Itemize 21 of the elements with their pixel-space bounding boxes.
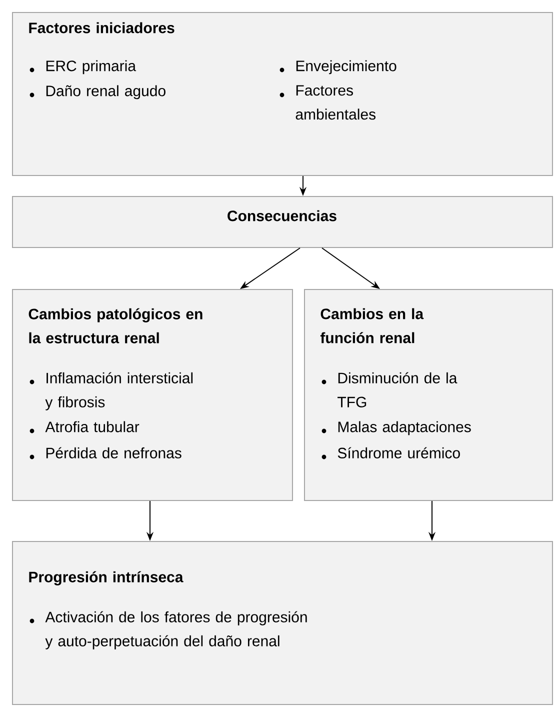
bullet-item: Inflamación intersticial y fibrosis — [45, 372, 193, 410]
bullet-item: Disminución de la TFG — [338, 372, 458, 408]
box-heading: Progresión intrínseca — [29, 571, 184, 586]
bullet-item: Envejecimiento — [296, 60, 396, 74]
box-heading: Cambios en la función renal — [320, 308, 424, 344]
box-heading: Consecuencias — [228, 210, 336, 222]
process-box — [12, 541, 553, 705]
bullet-item: Síndrome urémico — [338, 447, 460, 458]
process-box — [12, 12, 553, 176]
bullet-item: ERC primaria — [46, 60, 136, 74]
process-box — [304, 289, 553, 501]
bullet-item: Activación de los fatores de progresión y auto-perpetuación del daño renal — [45, 611, 307, 650]
bullet-item: Pérdida de nefronas — [46, 447, 182, 458]
bullet-item: Factores ambientales — [296, 85, 376, 120]
bullet-item: Atrofia tubular — [45, 421, 140, 432]
process-box — [12, 196, 553, 248]
bullet-item: Malas adaptaciones — [338, 421, 471, 436]
box-heading: Cambios patológicos en la estructura renal — [28, 308, 202, 344]
process-box — [12, 289, 293, 501]
box-heading: Factores iniciadores — [29, 22, 174, 34]
bullet-item: Daño renal agudo — [46, 85, 166, 100]
